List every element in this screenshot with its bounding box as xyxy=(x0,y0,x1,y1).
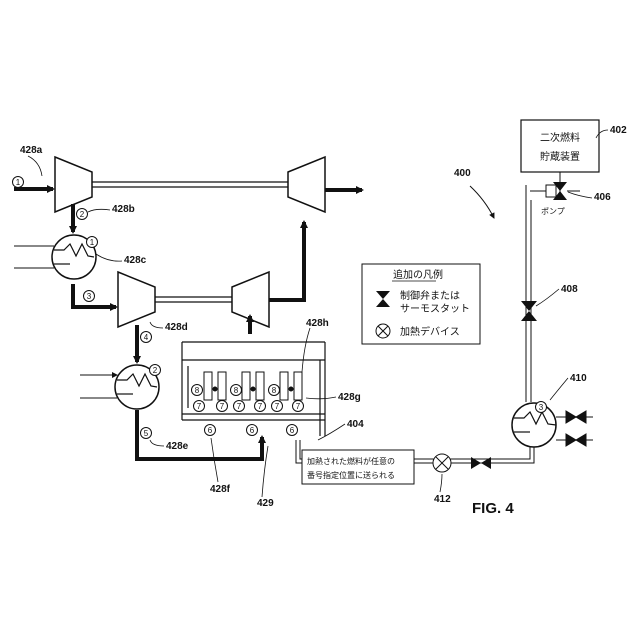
heater-412 xyxy=(433,454,451,472)
marker-8a: 8 xyxy=(195,386,200,395)
marker-7f: 7 xyxy=(296,402,301,411)
ref-408: 408 xyxy=(561,284,578,295)
valves-410 xyxy=(556,411,593,446)
marker-6a: 6 xyxy=(208,426,213,435)
heat-exchanger-2 xyxy=(80,365,159,409)
marker-7c: 7 xyxy=(237,402,242,411)
injector-posts xyxy=(204,372,302,400)
marker-5: 5 xyxy=(144,429,149,438)
system-arrow xyxy=(470,186,494,218)
ref-402: 402 xyxy=(610,125,627,136)
hx-marker-2: 2 xyxy=(153,366,158,375)
ref-428d: 428d xyxy=(165,322,188,333)
marker-3: 3 xyxy=(87,292,92,301)
note-line-2: 番号指定位置に送られる xyxy=(307,470,395,480)
marker-2: 2 xyxy=(80,210,85,219)
shaft-2 xyxy=(155,297,232,302)
ref-410: 410 xyxy=(570,373,587,384)
ref-428g: 428g xyxy=(338,392,361,403)
marker-8c: 8 xyxy=(272,386,277,395)
hx-marker-3: 3 xyxy=(539,403,544,412)
turbine-1 xyxy=(288,157,325,212)
marker-6c: 6 xyxy=(290,426,295,435)
ref-429: 429 xyxy=(257,498,274,509)
marker-7b: 7 xyxy=(220,402,225,411)
marker-8b: 8 xyxy=(234,386,239,395)
hx-marker-1: 1 xyxy=(90,238,95,247)
marker-7e: 7 xyxy=(275,402,280,411)
legend-valve-1: 制御弁または xyxy=(400,289,460,302)
ref-428f: 428f xyxy=(210,484,231,495)
legend-heater: 加熱デバイス xyxy=(400,325,460,338)
legend: 追加の凡例 制御弁または サーモスタット 加熱デバイス xyxy=(362,264,480,344)
compressor-1 xyxy=(55,157,92,212)
marker-7d: 7 xyxy=(258,402,263,411)
storage-label-1: 二次燃料 xyxy=(540,131,580,144)
ref-428c: 428c xyxy=(124,255,147,266)
ref-428b: 428b xyxy=(112,204,135,215)
legend-valve-2: サーモスタット xyxy=(400,303,470,315)
note-box: 加熱された燃料が任意の 番号指定位置に送られる xyxy=(302,450,414,484)
marker-7a: 7 xyxy=(197,402,202,411)
heat-exchanger-1 xyxy=(14,235,96,279)
legend-title: 追加の凡例 xyxy=(393,268,443,281)
ref-428a: 428a xyxy=(20,145,43,156)
ref-428h: 428h xyxy=(306,318,329,329)
ref-400: 400 xyxy=(454,168,471,179)
note-line-1: 加熱された燃料が任意の xyxy=(307,456,395,466)
ref-412: 412 xyxy=(434,494,451,505)
ref-404: 404 xyxy=(347,419,364,430)
ref-428e: 428e xyxy=(166,441,189,452)
pump: ポンプ xyxy=(530,182,580,216)
ref-406: 406 xyxy=(594,192,611,203)
figure-title: FIG. 4 xyxy=(472,500,514,517)
compressor-2 xyxy=(118,272,155,327)
marker-1: 1 xyxy=(16,178,21,187)
marker-4: 4 xyxy=(144,333,149,342)
storage-tank: 二次燃料 貯蔵装置 xyxy=(521,120,599,182)
storage-label-2: 貯蔵装置 xyxy=(540,150,580,163)
heat-exchanger-3 xyxy=(512,403,556,447)
shaft-1 xyxy=(92,182,288,187)
pump-label: ポンプ xyxy=(541,207,565,216)
valve-408 xyxy=(521,301,537,321)
marker-6b: 6 xyxy=(250,426,255,435)
